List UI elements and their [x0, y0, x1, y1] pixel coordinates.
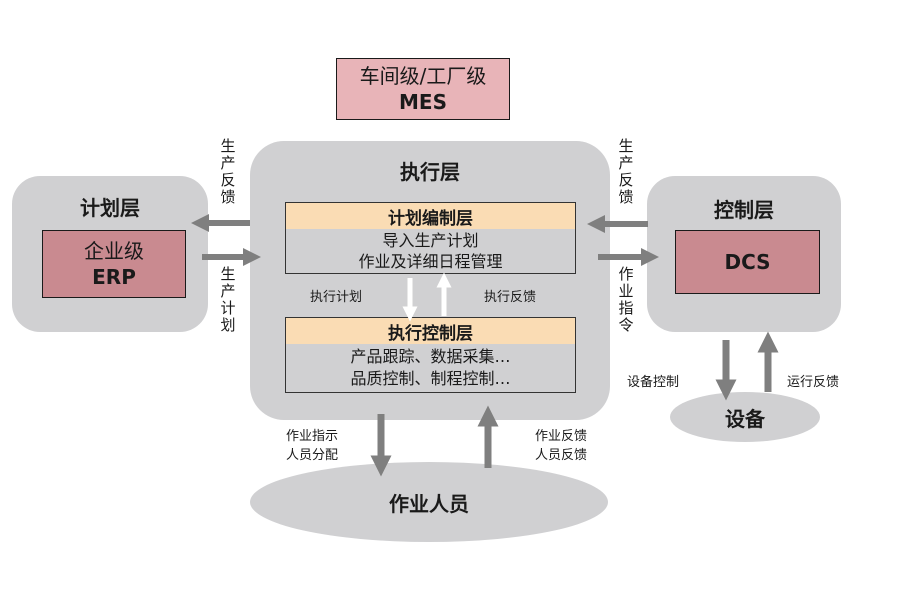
- erp-level-label: 企业级: [84, 239, 144, 263]
- label-left-feedback: 生产反馈: [220, 137, 236, 206]
- exec-control-body: 产品跟踪、数据采集… 品质控制、制程控制…: [285, 344, 576, 393]
- plan-compile-line1: 导入生产计划: [382, 231, 479, 250]
- exec-control-line1: 产品跟踪、数据采集…: [350, 347, 511, 366]
- label-equip-feedback: 运行反馈: [787, 375, 840, 390]
- control-layer: 控制层 DCS: [647, 176, 841, 332]
- plan-compile-line2: 作业及详细日程管理: [358, 252, 503, 271]
- execution-layer-title: 执行层: [400, 160, 460, 184]
- label-workers-instruction: 作业指示: [286, 429, 339, 444]
- mes-title: MES: [399, 90, 447, 114]
- label-workers-personnel: 人员反馈: [535, 448, 588, 463]
- erp-box: 企业级 ERP: [42, 230, 186, 298]
- plan-compile-title: 计划编制层: [285, 202, 576, 230]
- execution-layer: 执行层 计划编制层 导入生产计划 作业及详细日程管理 执行计划 执行反馈 执行控…: [250, 141, 610, 420]
- dcs-box: DCS: [675, 230, 820, 294]
- equipment-ellipse: 设备: [670, 392, 820, 442]
- plan-layer: 计划层 企业级 ERP: [12, 176, 208, 332]
- exec-control-line2: 品质控制、制程控制…: [350, 369, 511, 388]
- control-layer-title: 控制层: [714, 198, 774, 222]
- label-equip-control: 设备控制: [627, 375, 680, 390]
- erp-title: ERP: [92, 265, 136, 289]
- exec-plan-label: 执行计划: [310, 290, 363, 305]
- label-workers-assign: 人员分配: [286, 448, 339, 463]
- exec-control-section: 执行控制层 产品跟踪、数据采集… 品质控制、制程控制…: [285, 317, 577, 397]
- label-right-command: 作业指令: [618, 265, 634, 334]
- plan-compile-body: 导入生产计划 作业及详细日程管理: [285, 229, 576, 274]
- label-left-plan: 生产计划: [220, 265, 236, 334]
- label-right-feedback: 生产反馈: [618, 137, 634, 206]
- label-workers-feedback: 作业反馈: [535, 429, 588, 444]
- exec-control-title: 执行控制层: [285, 317, 576, 345]
- mes-level-label: 车间级/工厂级: [359, 64, 487, 88]
- plan-layer-title: 计划层: [80, 196, 140, 220]
- mes-box: 车间级/工厂级 MES: [336, 58, 510, 120]
- plan-compile-section: 计划编制层 导入生产计划 作业及详细日程管理: [285, 202, 577, 276]
- exec-feedback-label: 执行反馈: [484, 290, 537, 305]
- workers-ellipse: 作业人员: [250, 462, 608, 542]
